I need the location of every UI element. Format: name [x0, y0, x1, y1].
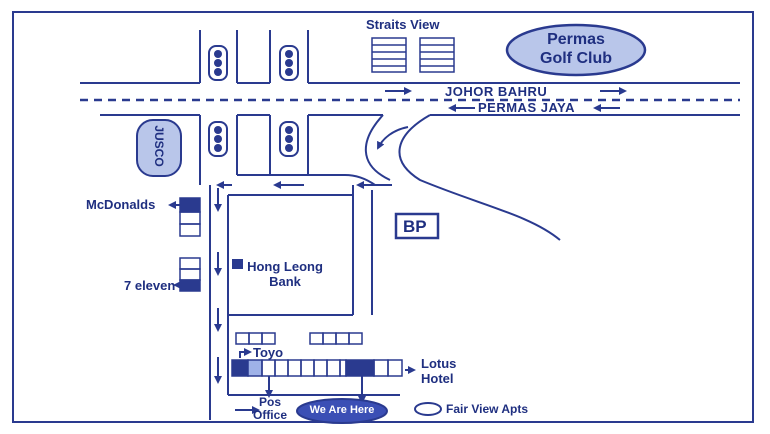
main-road: [80, 82, 740, 116]
lotus-hotel-line-2: Hotel: [421, 371, 454, 386]
pos-office-label: Pos Office: [248, 396, 292, 422]
hong-leong-bank-line-2: Bank: [269, 274, 301, 289]
traffic-light-icon: [279, 45, 299, 81]
shophouse-row-upper: [235, 332, 363, 345]
traffic-light-icon: [208, 45, 228, 81]
bp-station-box: [394, 212, 440, 240]
hong-leong-bank-line-1: Hong Leong: [247, 259, 323, 274]
map-frame: [12, 11, 754, 423]
road-label-permas-jaya: PERMAS JAYA: [478, 100, 576, 115]
straits-view-label: Straits View: [366, 17, 440, 32]
traffic-light-icon: [279, 121, 299, 157]
straits-view-buildings: [371, 37, 455, 73]
jusco-marker: [136, 119, 182, 177]
seven-eleven-building: [179, 257, 201, 292]
shophouse-row-lower: [231, 359, 403, 377]
lotus-hotel-line-1: Lotus: [421, 356, 457, 371]
permas-golf-club-marker: [505, 23, 647, 77]
fair-view-apts-marker: [414, 402, 442, 416]
left-vertical-road: [209, 185, 400, 420]
mcdonalds-label: McDonalds: [86, 197, 156, 212]
we-are-here-marker: [296, 398, 388, 424]
pos-office-line-2: Office: [252, 408, 287, 422]
permas-golf-club-label: Permas Golf Club: [513, 30, 639, 68]
seven-eleven-label: 7 eleven: [124, 278, 176, 293]
mcdonalds-building: [179, 197, 201, 237]
hong-leong-bank-label: Hong Leong Bank: [240, 259, 330, 289]
bp-label: BP: [403, 217, 427, 236]
we-are-here-label: We Are Here: [309, 404, 375, 416]
pos-office-line-1: Pos: [258, 395, 281, 409]
direction-arrows: [168, 87, 627, 414]
traffic-light-icon: [208, 121, 228, 157]
hong-leong-bank-marker: [232, 259, 243, 269]
toyo-label: Toyo: [253, 345, 284, 360]
left-side-road: [199, 30, 309, 185]
jusco-label: JUSCO: [152, 125, 166, 167]
slip-road: [237, 114, 561, 315]
lotus-hotel-label: Lotus Hotel: [421, 356, 456, 386]
permas-golf-club-line-1: Permas: [547, 31, 605, 48]
road-label-johor-bahru: JOHOR BAHRU: [445, 84, 548, 99]
permas-golf-club-line-2: Golf Club: [540, 50, 612, 67]
fair-view-apts-label: Fair View Apts: [446, 402, 529, 416]
